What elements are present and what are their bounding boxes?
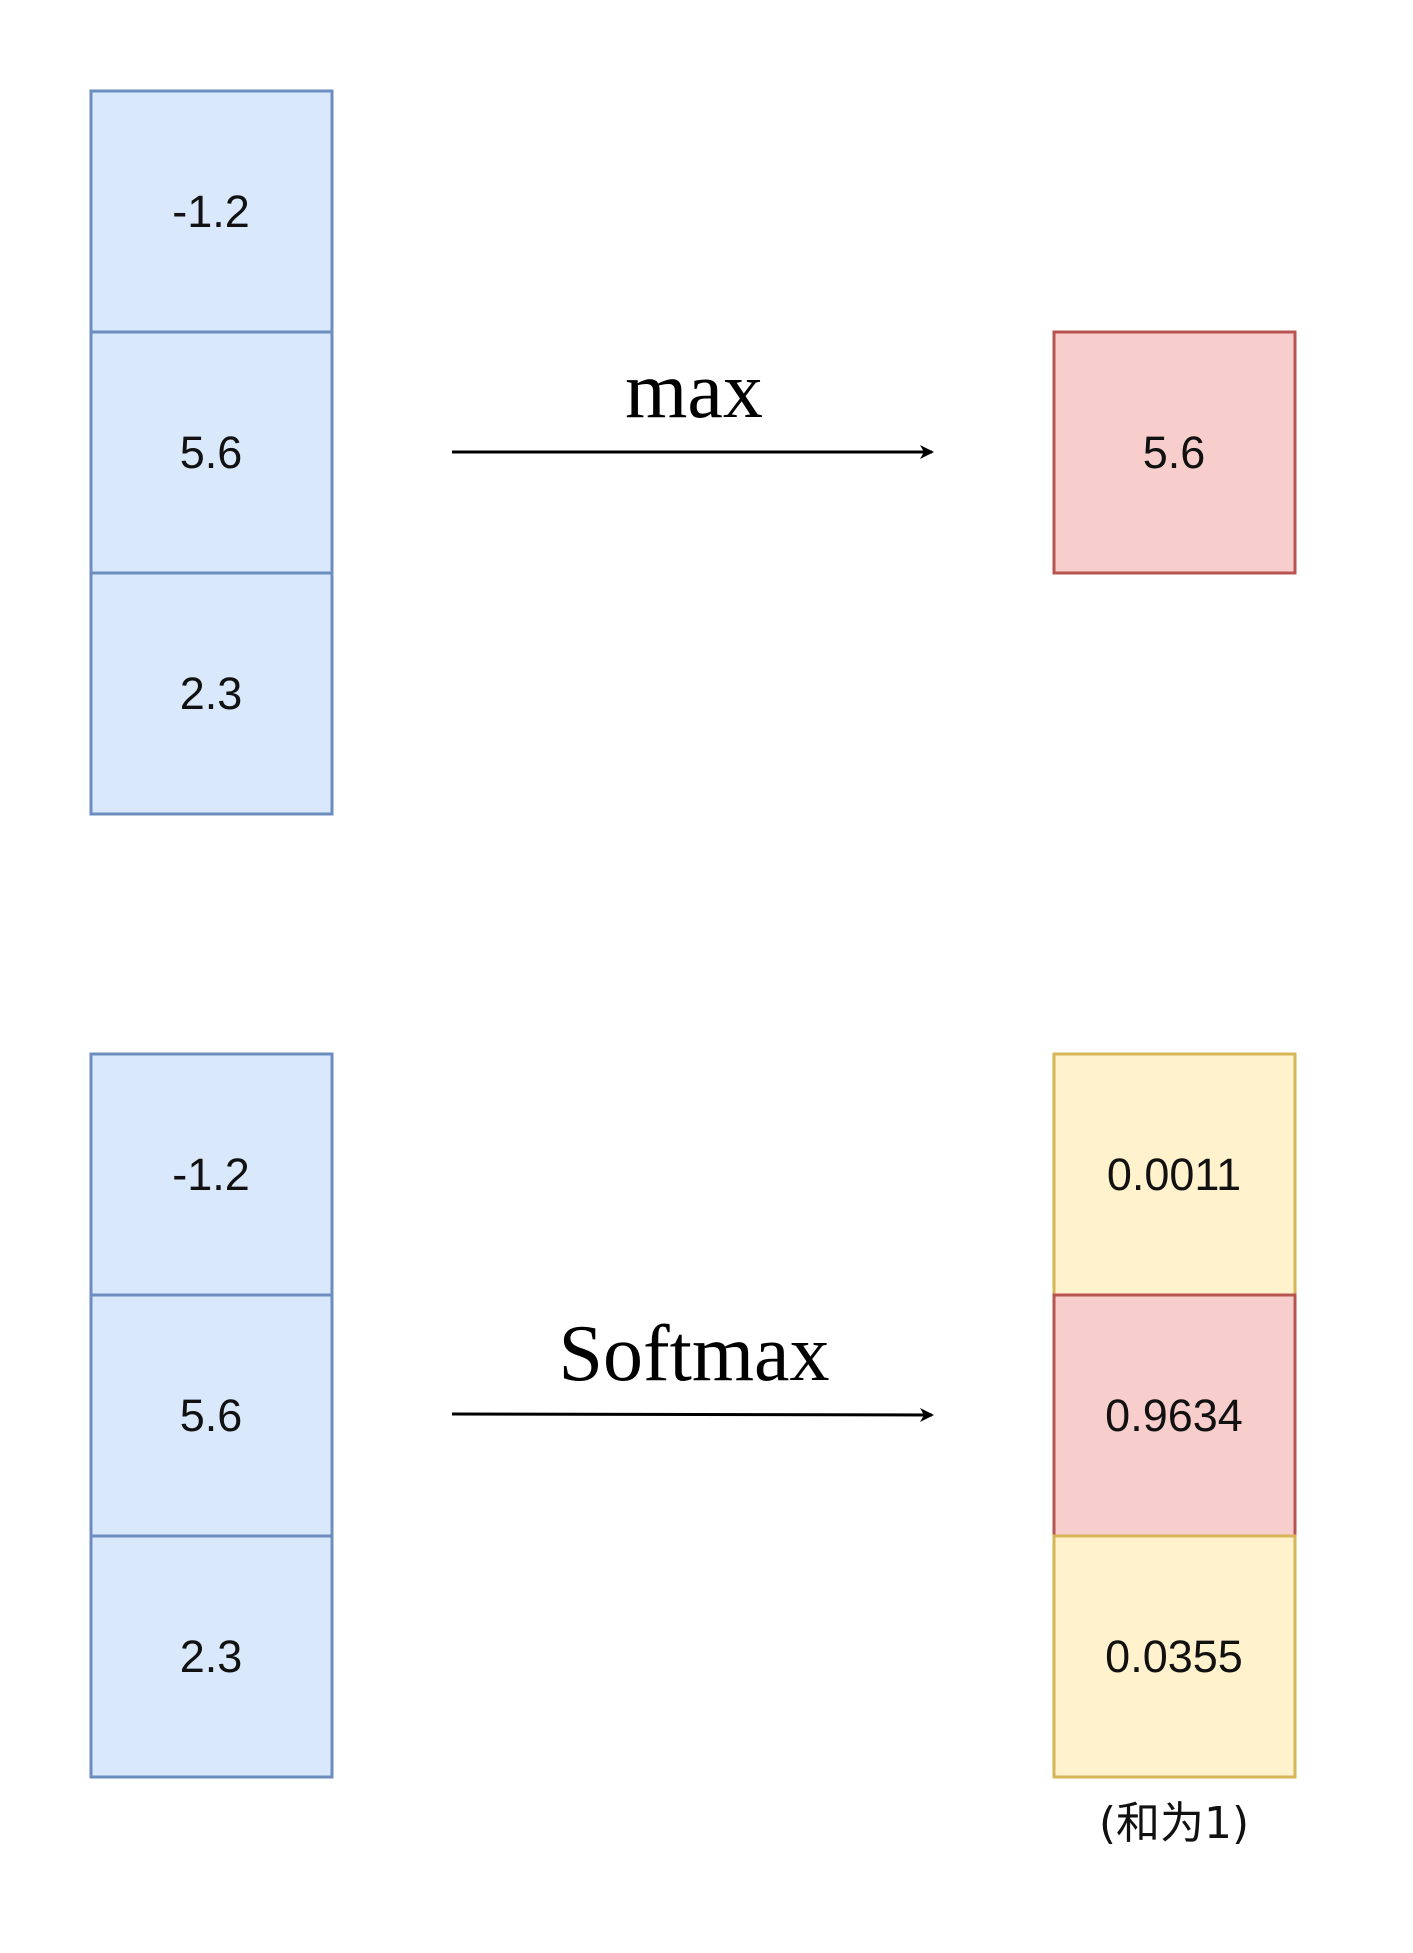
sum-note: (和为1) bbox=[1099, 1798, 1249, 1849]
bottom-input-cell: -1.2 bbox=[89, 1052, 334, 1297]
top-output-vector: 5.6 bbox=[1052, 330, 1297, 575]
bottom-input-cell: 2.3 bbox=[89, 1534, 334, 1779]
svg-text:5.6: 5.6 bbox=[1143, 427, 1206, 478]
bottom-input-cell: 5.6 bbox=[89, 1293, 334, 1538]
bottom-output-cell-max: 0.9634 bbox=[1052, 1293, 1297, 1538]
bottom-output-cell: 0.0011 bbox=[1052, 1052, 1297, 1297]
softmax-operation-label: Softmax bbox=[558, 1310, 829, 1398]
top-input-cell: 2.3 bbox=[89, 571, 334, 816]
svg-text:0.0355: 0.0355 bbox=[1105, 1631, 1243, 1682]
max-operation-label: max bbox=[625, 347, 763, 435]
svg-text:5.6: 5.6 bbox=[180, 427, 243, 478]
svg-text:-1.2: -1.2 bbox=[172, 186, 250, 237]
top-output-cell: 5.6 bbox=[1052, 330, 1297, 575]
svg-text:0.9634: 0.9634 bbox=[1105, 1390, 1243, 1441]
bottom-output-vector: 0.0011 0.9634 0.0355 bbox=[1052, 1052, 1297, 1779]
softmax-arrow bbox=[451, 1407, 934, 1422]
bottom-input-vector: -1.2 5.6 2.3 bbox=[89, 1052, 334, 1779]
svg-text:-1.2: -1.2 bbox=[172, 1149, 250, 1200]
svg-text:0.0011: 0.0011 bbox=[1107, 1149, 1241, 1200]
bottom-output-cell: 0.0355 bbox=[1052, 1534, 1297, 1779]
top-input-cell: -1.2 bbox=[89, 89, 334, 334]
svg-text:5.6: 5.6 bbox=[180, 1390, 243, 1441]
svg-text:2.3: 2.3 bbox=[180, 1631, 243, 1682]
svg-text:2.3: 2.3 bbox=[180, 668, 243, 719]
top-input-cell: 5.6 bbox=[89, 330, 334, 575]
top-input-vector: -1.2 5.6 2.3 bbox=[89, 89, 334, 816]
